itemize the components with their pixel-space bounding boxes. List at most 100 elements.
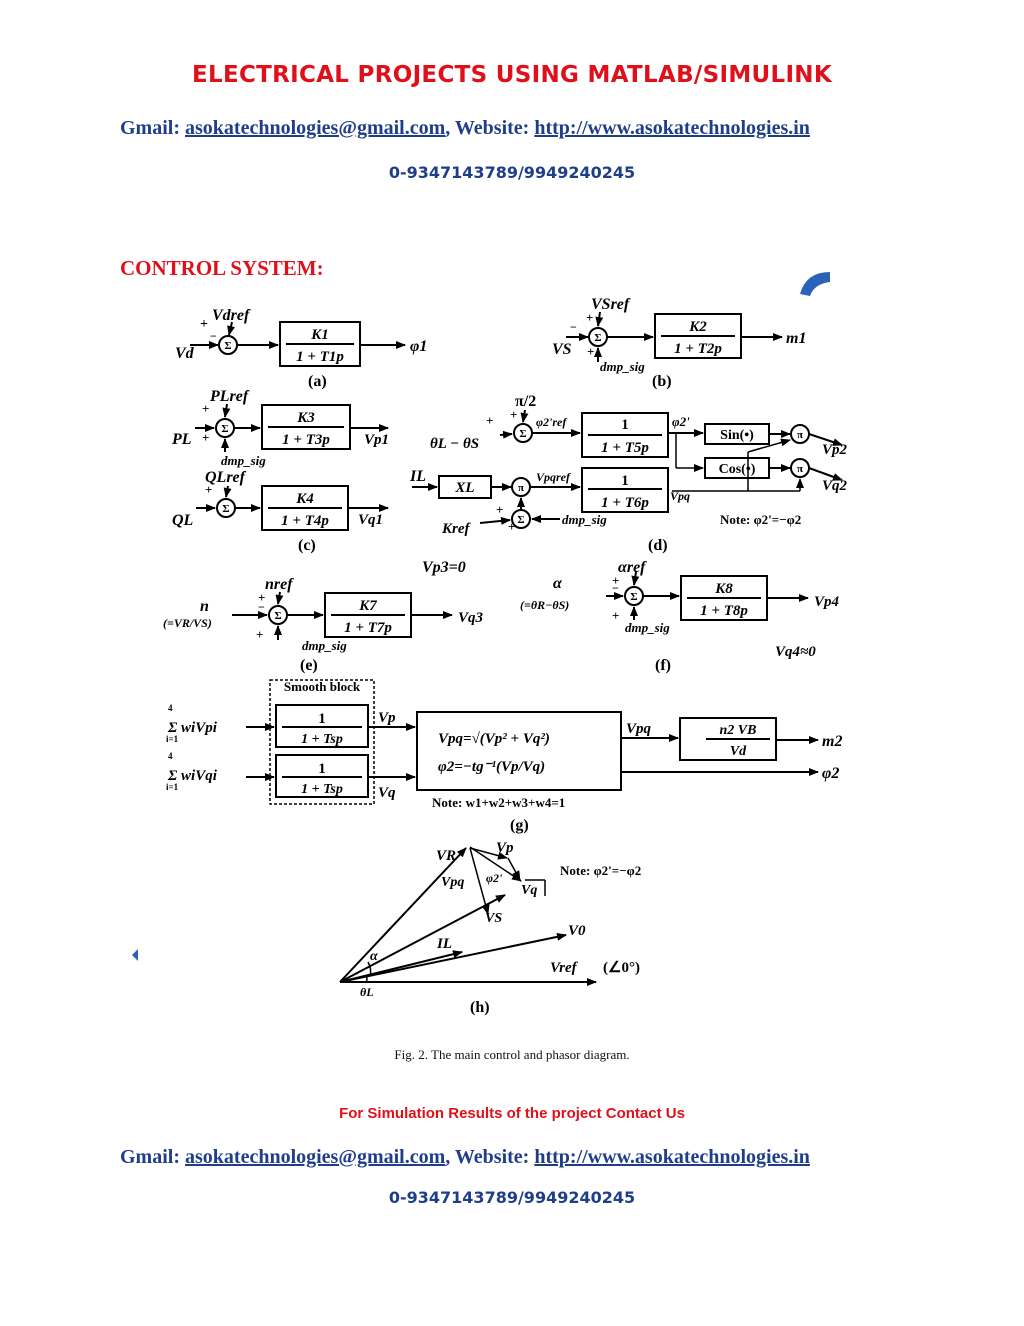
contact-us-text: For Simulation Results of the project Co… [339, 1105, 685, 1122]
g-num-q: 1 [318, 761, 326, 777]
d-den2: 1 + T6p [601, 495, 649, 511]
a-ref: Vdref [212, 307, 251, 324]
g-vpq: Vpq [626, 721, 652, 737]
g-gain-den: Vd [730, 744, 747, 759]
b-num: K2 [688, 319, 707, 335]
g-note: Note: w1+w2+w3+w4=1 [432, 795, 565, 810]
footer-gmail-link[interactable]: asokatechnologies@gmail.com [185, 1146, 446, 1168]
d-cos: Cos(•) [719, 462, 756, 477]
h-note: Note: φ2'=−φ2 [560, 863, 641, 878]
g-num-p: 1 [318, 711, 326, 727]
h-il: IL [436, 936, 452, 952]
gmail-label: Gmail: [120, 117, 180, 139]
svg-text:+: + [258, 590, 265, 605]
panel-label-h: (h) [470, 999, 490, 1016]
footer-website-link[interactable]: http://www.asokatechnologies.in [534, 1146, 810, 1168]
h-vpq: Vpq [441, 875, 464, 890]
b-input: VS [552, 341, 572, 358]
footer-phone: 0-9347143789/9949240245 [388, 1188, 636, 1207]
svg-text:−: − [258, 600, 265, 614]
panel-b [566, 311, 783, 362]
c2-ref: QLref [205, 469, 247, 486]
e-damp: dmp_sig [302, 638, 347, 653]
a-num: K1 [310, 327, 329, 343]
d-xl: XL [454, 480, 474, 496]
b-damp: dmp_sig [600, 359, 645, 374]
d-pi-3: π [518, 482, 524, 494]
svg-text:+: + [508, 519, 515, 534]
g-sum-q: Σ wiVqi [167, 768, 218, 784]
svg-text:+: + [612, 573, 619, 588]
a-input: Vd [175, 345, 195, 362]
f-output: Vp4 [814, 594, 840, 610]
vp3-label: Vp3=0 [422, 559, 466, 576]
d-kref: Kref [441, 521, 472, 537]
panel-label-f: (f) [655, 657, 671, 674]
panel-label-b: (b) [652, 373, 672, 390]
c1-input: PL [171, 431, 192, 448]
svg-text:+: + [205, 482, 212, 497]
svg-text:+: + [202, 430, 209, 445]
d-out1: φ2' [672, 414, 690, 429]
g-sum-bot-p: i=1 [166, 734, 179, 744]
panel-f [606, 571, 809, 621]
blue-arc-icon [800, 272, 830, 296]
d-pi-1: π [797, 429, 803, 441]
panel-d [412, 409, 843, 529]
svg-text:+: + [486, 413, 493, 428]
g-m2: m2 [822, 733, 842, 750]
g-sum-p: Σ wiVpi [167, 720, 218, 736]
svg-text:+: + [612, 608, 619, 623]
e-output: Vq3 [458, 610, 484, 626]
svg-text:−: − [570, 320, 577, 334]
e-ref: nref [265, 576, 294, 593]
d-pi-2: π [797, 463, 803, 475]
h-vp: Vp [496, 840, 514, 856]
c2-num: K4 [295, 491, 314, 507]
svg-text:Σ: Σ [519, 428, 526, 440]
f-damp: dmp_sig [625, 620, 670, 635]
h-vs: VS [485, 911, 502, 926]
g-den-q: 1 + Tsp [301, 782, 343, 797]
d-damp: dmp_sig [562, 512, 607, 527]
website-link[interactable]: http://www.asokatechnologies.in [534, 117, 810, 139]
e-input-sub: (=VR/VS) [163, 616, 212, 630]
g-den-p: 1 + Tsp [301, 732, 343, 747]
control-diagram-figure: Vdref + Vd − Σ K1 1 + T1p φ1 (a) VSref +… [163, 296, 848, 1016]
panel-c [195, 403, 389, 531]
b-ref: VSref [591, 296, 631, 313]
c1-num: K3 [296, 410, 315, 426]
svg-text:Σ: Σ [517, 514, 524, 526]
gmail-link[interactable]: asokatechnologies@gmail.com [185, 117, 446, 139]
h-alpha: α [370, 949, 378, 964]
h-thetal: θL [360, 985, 374, 999]
svg-text:Σ: Σ [224, 340, 231, 352]
panel-label-e: (e) [300, 657, 318, 674]
panel-a [190, 321, 406, 367]
d-out2: Vpq [670, 489, 690, 503]
footer-website-label: Website: [454, 1146, 530, 1168]
e-input: n [200, 598, 209, 615]
d-input2: IL [409, 468, 426, 485]
section-title: CONTROL SYSTEM: [120, 256, 324, 280]
d-vq2: Vq2 [822, 478, 848, 494]
b-output: m1 [786, 330, 806, 347]
f-input-sub: (=θR−θS) [520, 598, 569, 612]
svg-text:+: + [587, 344, 594, 359]
svg-text:−: − [210, 329, 217, 343]
svg-text:+: + [510, 407, 517, 422]
panel-g [246, 679, 819, 805]
svg-text:+: + [256, 627, 263, 642]
d-num2: 1 [621, 473, 629, 489]
c2-input: QL [172, 512, 194, 529]
d-note: Note: φ2'=−φ2 [720, 512, 801, 527]
panel-h [339, 846, 597, 986]
svg-text:+: + [200, 317, 208, 332]
svg-text:+: + [496, 502, 503, 517]
svg-text:+: + [202, 401, 209, 416]
h-vr: VR [436, 848, 456, 864]
f-input: α [553, 575, 563, 592]
g-eq1: Vpq=√(Vp² + Vq²) [438, 731, 550, 747]
footer-contact-line: Gmail: asokatechnologies@gmail.com, Webs… [120, 1146, 810, 1168]
h-phi: φ2' [486, 871, 503, 885]
